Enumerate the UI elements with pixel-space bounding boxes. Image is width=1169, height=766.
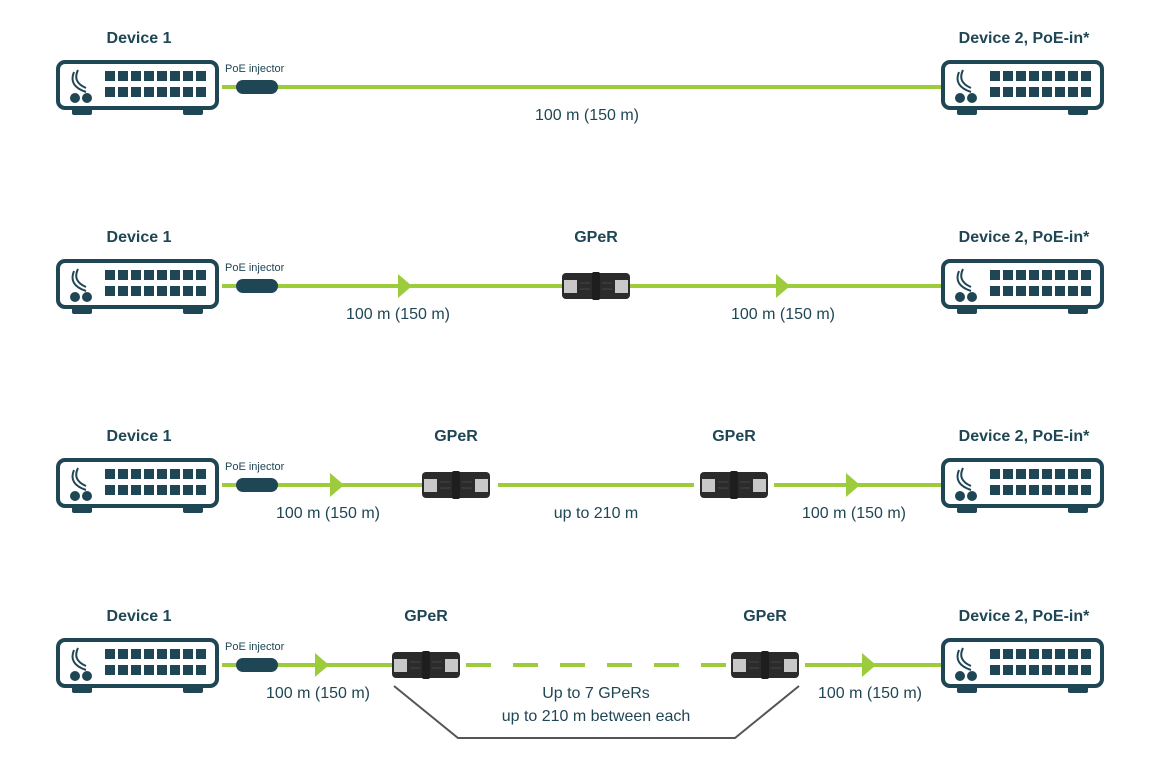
poe-injector-icon[interactable] [236, 658, 278, 672]
gper-label: GPeR [404, 608, 448, 625]
gper-icon [421, 470, 491, 500]
distance-label: 100 m (150 m) [266, 685, 370, 702]
gper-device[interactable]: GPeR [561, 229, 631, 301]
distance-label: 100 m (150 m) [818, 685, 922, 702]
gper-icon [561, 271, 631, 301]
device1-switch-icon[interactable] [56, 60, 219, 117]
poe-injector-label: PoE injector [225, 461, 285, 473]
scenario-two-gper: Device 1 Device 2, PoE-in* PoE injector GPe… [56, 428, 1104, 522]
device1-switch-icon[interactable] [56, 638, 219, 695]
distance-label: 100 m (150 m) [802, 505, 906, 522]
device1-label: Device 1 [107, 229, 172, 246]
scenario-chain-gper: Device 1 Device 2, PoE-in* PoE injector GPe… [56, 608, 1104, 739]
gper-label: GPeR [434, 428, 478, 445]
gper-icon [391, 650, 461, 680]
device1-switch-icon[interactable] [56, 458, 219, 515]
device1-label: Device 1 [107, 30, 172, 47]
direction-arrow-icon [315, 653, 329, 677]
distance-label: 100 m (150 m) [276, 505, 380, 522]
device1-label: Device 1 [107, 608, 172, 625]
gper-device[interactable]: GPeR [421, 428, 491, 500]
device2-label: Device 2, PoE-in* [959, 229, 1090, 246]
device2-switch-icon[interactable] [941, 259, 1104, 316]
distance-label: up to 210 m [554, 505, 639, 522]
distance-label: 100 m (150 m) [535, 107, 639, 124]
direction-arrow-icon [862, 653, 876, 677]
scenario-one-gper: Device 1 Device 2, PoE-in* PoE injector GPe… [56, 229, 1104, 323]
device2-switch-icon[interactable] [941, 60, 1104, 117]
poe-injector-label: PoE injector [225, 63, 285, 75]
poe-injector-icon[interactable] [236, 279, 278, 293]
poe-injector-label: PoE injector [225, 262, 285, 274]
gper-device[interactable]: GPeR [730, 608, 800, 680]
gper-label: GPeR [574, 229, 618, 246]
chain-bracket [393, 685, 800, 739]
gper-icon [730, 650, 800, 680]
device2-label: Device 2, PoE-in* [959, 428, 1090, 445]
chain-note-line1: Up to 7 GPeRs [542, 685, 650, 702]
distance-label: 100 m (150 m) [731, 306, 835, 323]
device1-label: Device 1 [107, 428, 172, 445]
device2-label: Device 2, PoE-in* [959, 608, 1090, 625]
direction-arrow-icon [398, 274, 412, 298]
device1-switch-icon[interactable] [56, 259, 219, 316]
device2-switch-icon[interactable] [941, 458, 1104, 515]
distance-label: 100 m (150 m) [346, 306, 450, 323]
device2-switch-icon[interactable] [941, 638, 1104, 695]
poe-injector-label: PoE injector [225, 641, 285, 653]
gper-label: GPeR [743, 608, 787, 625]
device2-label: Device 2, PoE-in* [959, 30, 1090, 47]
direction-arrow-icon [846, 473, 860, 497]
direction-arrow-icon [776, 274, 790, 298]
gper-device[interactable]: GPeR [699, 428, 769, 500]
scenario-direct: Device 1 Device 2, PoE-in* PoE injector 100… [56, 30, 1104, 124]
gper-device[interactable]: GPeR [391, 608, 461, 680]
direction-arrow-icon [330, 473, 344, 497]
poe-injector-icon[interactable] [236, 80, 278, 94]
chain-note-line2: up to 210 m between each [502, 708, 691, 725]
gper-label: GPeR [712, 428, 756, 445]
poe-injector-icon[interactable] [236, 478, 278, 492]
gper-icon [699, 470, 769, 500]
